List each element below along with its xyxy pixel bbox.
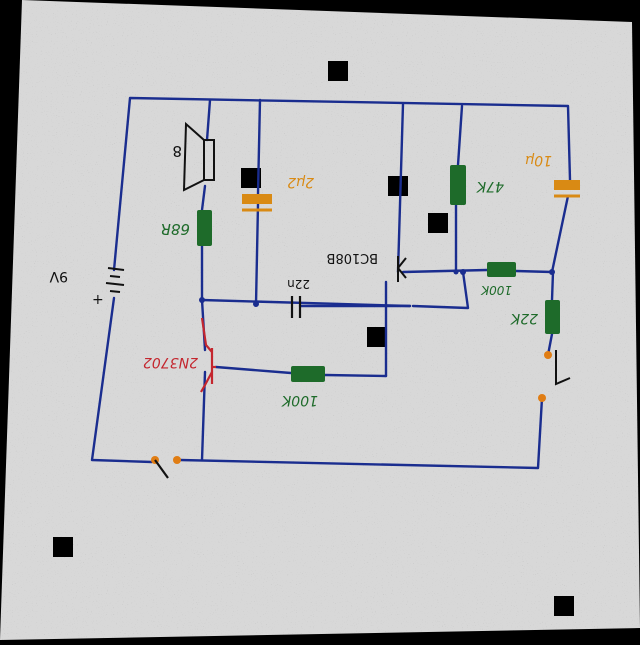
resistor-100k-right-label: 100K	[480, 283, 512, 297]
battery-symbol	[105, 267, 125, 293]
junction-dots	[199, 269, 555, 307]
resistor-47k	[450, 165, 466, 205]
transistor-2n3702-label: 2N3702	[143, 354, 198, 370]
capacitor-10u-label: 10μ	[525, 152, 552, 168]
capacitor-22n	[290, 296, 302, 318]
speaker-label: 8	[172, 142, 182, 160]
occlusion-squares	[53, 61, 574, 616]
transistor-bc108b-label: BC108B	[327, 250, 379, 265]
resistor-68r-label: 68R	[160, 220, 190, 238]
battery-plus-label: +	[92, 292, 104, 308]
push-button-switch	[538, 350, 571, 402]
speaker-symbol	[182, 121, 215, 192]
resistor-100k-bottom-label: 100K	[280, 392, 318, 408]
resistor-22k-label: 22K	[509, 310, 538, 326]
capacitor-2u2-label: 2μ2	[287, 174, 314, 190]
resistor-22k	[545, 300, 560, 334]
resistor-47k-label: 47K	[475, 178, 504, 194]
resistor-100k-bottom	[291, 366, 325, 382]
wires	[90, 96, 572, 470]
transistor-2n3702	[200, 317, 216, 393]
capacitor-10u	[554, 180, 580, 198]
battery-label: 9V	[49, 268, 68, 284]
transistor-bc108b	[397, 256, 407, 282]
capacitor-22n-label: 22n	[287, 277, 310, 291]
capacitor-2u2	[242, 194, 272, 212]
resistor-100k-right	[487, 262, 516, 277]
power-switch	[151, 456, 181, 479]
resistor-68r	[197, 210, 212, 246]
